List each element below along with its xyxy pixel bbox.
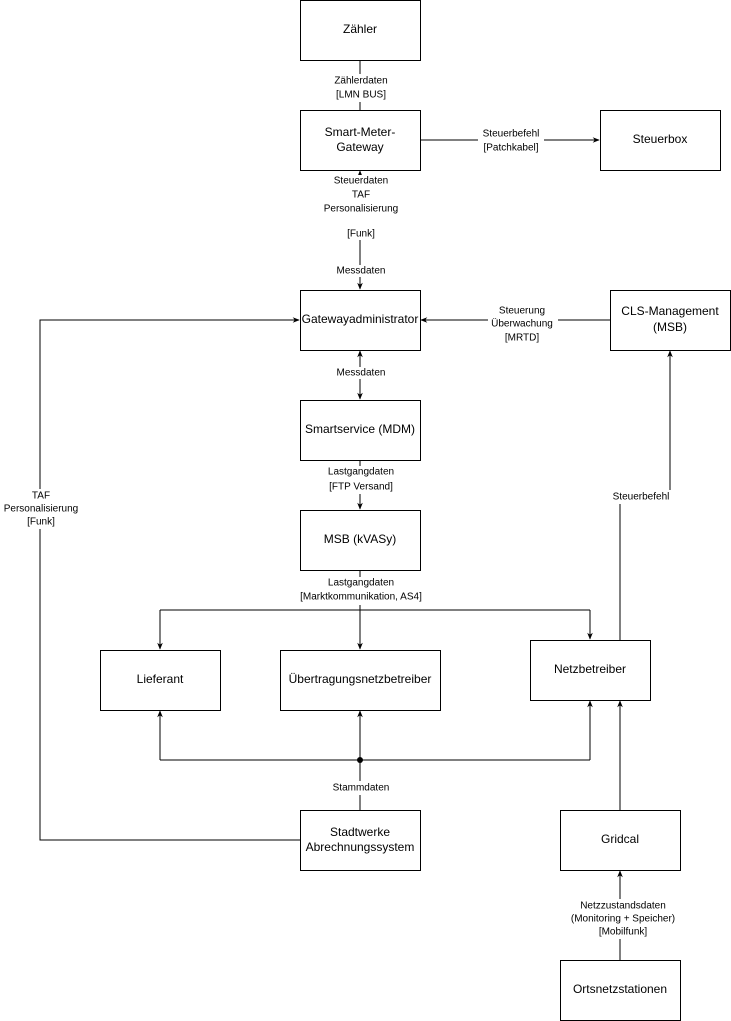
junction-dot xyxy=(357,757,363,763)
edge-label: [Funk] xyxy=(347,229,375,240)
node-lieferant[interactable]: Lieferant xyxy=(100,650,221,711)
node-label: Smartservice (MDM) xyxy=(305,422,415,436)
node-label: Smart-Meter- xyxy=(325,125,396,139)
edge-label: [MRTD] xyxy=(505,333,539,344)
edge-label: Messdaten xyxy=(337,266,386,277)
node-label: Abrechnungssystem xyxy=(306,840,415,854)
node-smart-meter-gateway[interactable]: Smart-Meter- Gateway xyxy=(300,110,421,171)
node-label: Zähler xyxy=(343,22,377,36)
node-uebertragungsnetzbetreiber[interactable]: Übertragungsnetzbetreiber xyxy=(280,650,441,711)
node-label: Gatewayadministrator xyxy=(302,312,419,326)
node-label: Gateway xyxy=(336,140,383,154)
node-label: Übertragungsnetzbetreiber xyxy=(289,672,432,686)
node-label: Steuerbox xyxy=(633,132,688,146)
node-cls-management[interactable]: CLS-Management (MSB) xyxy=(610,290,731,351)
node-label: Lieferant xyxy=(137,672,184,686)
edge-label: [Funk] xyxy=(27,517,55,528)
edge-label: Netzzustandsdaten xyxy=(580,901,666,912)
node-steuerbox[interactable]: Steuerbox xyxy=(600,110,721,171)
node-label: Netzbetreiber xyxy=(554,662,626,676)
node-ortsnetzstationen[interactable]: Ortsnetzstationen xyxy=(560,960,681,1021)
edge-label: Zählerdaten xyxy=(334,76,387,87)
edge-label: (Monitoring + Speicher) xyxy=(571,914,675,925)
edge-label: [Marktkommunikation, AS4] xyxy=(300,592,422,603)
edge-label: TAF xyxy=(32,491,50,502)
edge-label: Steuerbefehl xyxy=(483,129,540,140)
node-label: Gridcal xyxy=(601,832,639,846)
edge-label: Stammdaten xyxy=(333,783,390,794)
edge-label: Personalisierung xyxy=(4,504,79,515)
edge-label: Lastgangdaten xyxy=(328,578,394,589)
edge-label: Personalisierung xyxy=(324,204,399,215)
node-label: CLS-Management xyxy=(621,304,719,318)
edge-label: Steuerung xyxy=(499,306,545,317)
node-label: Ortsnetzstationen xyxy=(573,982,667,996)
edge-label: Lastgangdaten xyxy=(328,467,394,478)
node-netzbetreiber[interactable]: Netzbetreiber xyxy=(530,640,651,701)
edge-labels: Zählerdaten [LMN BUS] Steuerbefehl [Patc… xyxy=(0,74,684,939)
node-label: (MSB) xyxy=(653,320,687,334)
node-gridcal[interactable]: Gridcal xyxy=(560,810,681,871)
node-smartservice[interactable]: Smartservice (MDM) xyxy=(300,400,421,461)
edge-label: Steuerbefehl xyxy=(613,492,670,503)
edge-label: Steuerdaten xyxy=(334,176,389,187)
node-gatewayadministrator[interactable]: Gatewayadministrator xyxy=(300,290,421,351)
edge-label: TAF xyxy=(352,190,370,201)
edge-label: [Patchkabel] xyxy=(483,143,538,154)
node-msb-kvasy[interactable]: MSB (kVASy) xyxy=(300,510,421,571)
node-zaehler[interactable]: Zähler xyxy=(300,0,421,61)
node-label: Stadtwerke xyxy=(330,825,390,839)
edge-label: Messdaten xyxy=(337,368,386,379)
node-stadtwerke[interactable]: Stadtwerke Abrechnungssystem xyxy=(300,810,421,871)
edge-label: [LMN BUS] xyxy=(336,90,386,101)
edge-stadtwerke-gwa[interactable] xyxy=(39,317,300,841)
edge-label: [Mobilfunk] xyxy=(599,927,648,938)
edge-label: Überwachung xyxy=(491,318,553,330)
edge-label: [FTP Versand] xyxy=(329,482,393,493)
node-label: MSB (kVASy) xyxy=(324,532,396,546)
